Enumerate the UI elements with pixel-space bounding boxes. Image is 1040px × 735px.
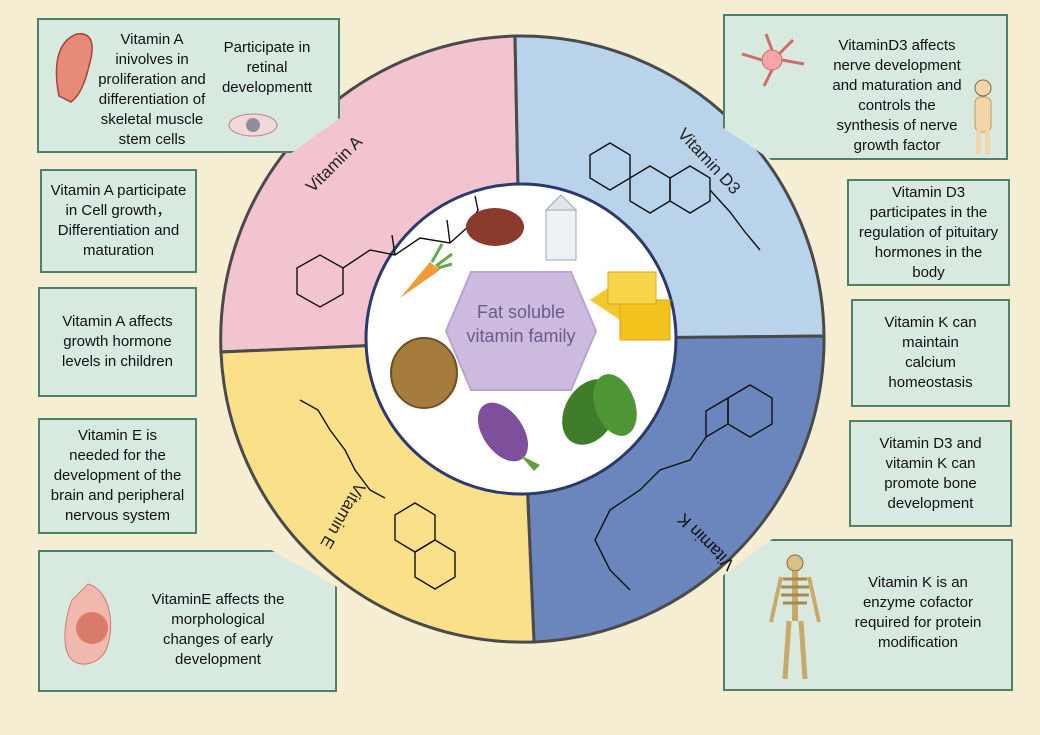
center-hexagon [444, 271, 598, 391]
box-vitamin-d3-pituitary: Vitamin D3 participates in the regulatio… [847, 179, 1010, 286]
box-vitamin-k-calcium: Vitamin K can maintain calcium homeostas… [851, 299, 1010, 407]
box-vitamin-a-muscle: Vitamin A inivolves in proliferation and… [37, 18, 340, 153]
box-vitamin-d3-nerve: VitaminD3 affects nerve development and … [723, 14, 1008, 160]
child-icon [974, 79, 992, 154]
box-vitamin-k-cofactor: Vitamin K is an enzyme cofactor required… [723, 539, 1013, 691]
spinach-icon [562, 374, 637, 445]
neuron-icon [741, 33, 805, 87]
liver-icon [466, 208, 524, 246]
box-vitamin-a-cell-growth: Vitamin A participate in Cell growth， Di… [40, 169, 197, 273]
milk-icon [544, 194, 578, 261]
vitamin-e-structure-icon [299, 399, 456, 590]
carrot-icon [400, 243, 453, 298]
box-vitamin-e-early-development: VitaminE affects the morphological chang… [38, 550, 337, 692]
skeleton-icon [769, 554, 821, 680]
fetus-icon [64, 583, 112, 665]
muscle-icon [55, 33, 93, 103]
box-vitamin-e-brain: Vitamin E is needed for the development … [38, 418, 197, 534]
center-label: Fat soluble vitamin family [466, 302, 576, 346]
box-vitamin-dk-bone: Vitamin D3 and vitamin K can promote bon… [849, 420, 1012, 527]
cheese-icon [590, 271, 671, 341]
vitamin-d3-structure-icon [589, 142, 761, 251]
eggplant-icon [477, 402, 540, 471]
walnut-icon [390, 337, 458, 409]
eye-icon [228, 113, 278, 137]
vitamin-k-structure-icon [594, 384, 773, 591]
box-vitamin-a-growth-hormone: Vitamin A affects growth hormone levels … [38, 287, 197, 397]
